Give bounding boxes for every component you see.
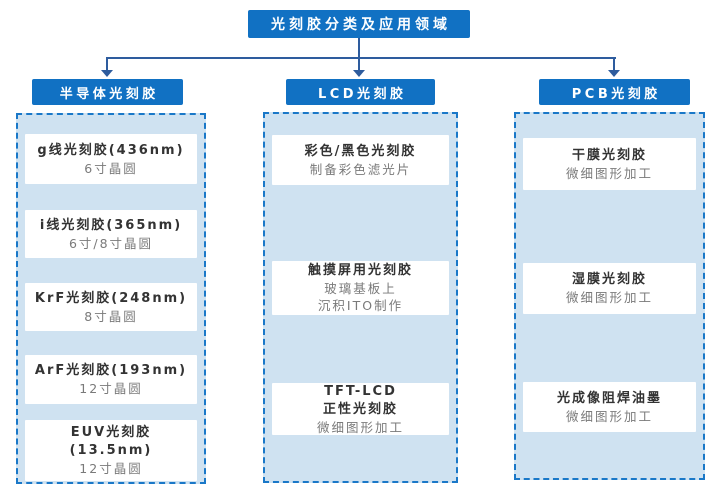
- item-main-text: 正性光刻胶: [322, 401, 398, 417]
- item-main-text: (13.5nm): [69, 443, 153, 458]
- branch-header-pcb: PCB光刻胶: [539, 79, 690, 105]
- item-main-text: EUV光刻胶: [70, 425, 152, 440]
- item-color-black-resist: 彩色/黑色光刻胶 制备彩色滤光片: [272, 135, 449, 185]
- item-sub-text: 微细图形加工: [565, 165, 653, 181]
- item-sub-text: 微细图形加工: [565, 290, 653, 305]
- arrow-down-icon: [608, 70, 620, 77]
- branch-header-lcd: LCD光刻胶: [286, 79, 435, 105]
- branch-header-semiconductor: 半导体光刻胶: [32, 79, 183, 105]
- panel-lcd: 彩色/黑色光刻胶 制备彩色滤光片 触摸屏用光刻胶 玻璃基板上 沉积ITO制作 T…: [263, 112, 458, 483]
- item-main-text: TFT-LCD: [324, 383, 397, 399]
- item-arf-resist: ArF光刻胶(193nm) 12寸晶圆: [25, 355, 197, 404]
- item-touchscreen-resist: 触摸屏用光刻胶 玻璃基板上 沉积ITO制作: [272, 261, 449, 315]
- item-sub-text: 6寸晶圆: [84, 160, 138, 176]
- item-main-text: 光成像阻焊油墨: [556, 390, 662, 406]
- item-main-text: i线光刻胶(365nm): [39, 217, 183, 233]
- connector-drop-left: [106, 57, 108, 71]
- item-i-line-resist: i线光刻胶(365nm) 6寸/8寸晶圆: [25, 210, 197, 258]
- item-euv-resist: EUV光刻胶 (13.5nm) 12寸晶圆: [25, 420, 197, 481]
- item-main-text: 湿膜光刻胶: [571, 272, 647, 287]
- item-sub-text: 6寸/8寸晶圆: [68, 235, 154, 251]
- item-g-line-resist: g线光刻胶(436nm) 6寸晶圆: [25, 134, 197, 184]
- item-krf-resist: KrF光刻胶(248nm) 8寸晶圆: [25, 283, 197, 331]
- item-main-text: ArF光刻胶(193nm): [34, 363, 188, 378]
- item-sub-text: 制备彩色滤光片: [309, 161, 412, 177]
- item-sub-text: 玻璃基板上: [324, 281, 397, 296]
- item-sub-text: 沉积ITO制作: [317, 298, 404, 313]
- item-main-text: 干膜光刻胶: [571, 147, 647, 163]
- item-solder-mask-ink: 光成像阻焊油墨 微细图形加工: [523, 382, 696, 432]
- item-main-text: g线光刻胶(436nm): [37, 142, 185, 158]
- connector-horizontal: [106, 57, 616, 59]
- item-sub-text: 8寸晶圆: [84, 308, 138, 324]
- arrow-down-icon: [353, 70, 365, 77]
- panel-pcb: 干膜光刻胶 微细图形加工 湿膜光刻胶 微细图形加工 光成像阻焊油墨 微细图形加工: [514, 112, 705, 480]
- item-sub-text: 12寸晶圆: [79, 381, 143, 396]
- item-sub-text: 12寸晶圆: [79, 461, 143, 476]
- connector-title-stem: [358, 38, 360, 58]
- diagram-title: 光刻胶分类及应用领域: [248, 10, 470, 38]
- item-main-text: KrF光刻胶(248nm): [34, 290, 188, 306]
- connector-drop-right: [613, 57, 615, 71]
- arrow-down-icon: [101, 70, 113, 77]
- item-sub-text: 微细图形加工: [316, 419, 404, 435]
- connector-drop-middle: [358, 57, 360, 71]
- panel-semiconductor: g线光刻胶(436nm) 6寸晶圆 i线光刻胶(365nm) 6寸/8寸晶圆 K…: [16, 113, 206, 484]
- item-main-text: 触摸屏用光刻胶: [307, 263, 413, 278]
- item-tft-lcd-resist: TFT-LCD 正性光刻胶 微细图形加工: [272, 383, 449, 435]
- item-wet-film-resist: 湿膜光刻胶 微细图形加工: [523, 263, 696, 314]
- item-dry-film-resist: 干膜光刻胶 微细图形加工: [523, 138, 696, 190]
- item-main-text: 彩色/黑色光刻胶: [304, 143, 417, 159]
- item-sub-text: 微细图形加工: [565, 408, 653, 424]
